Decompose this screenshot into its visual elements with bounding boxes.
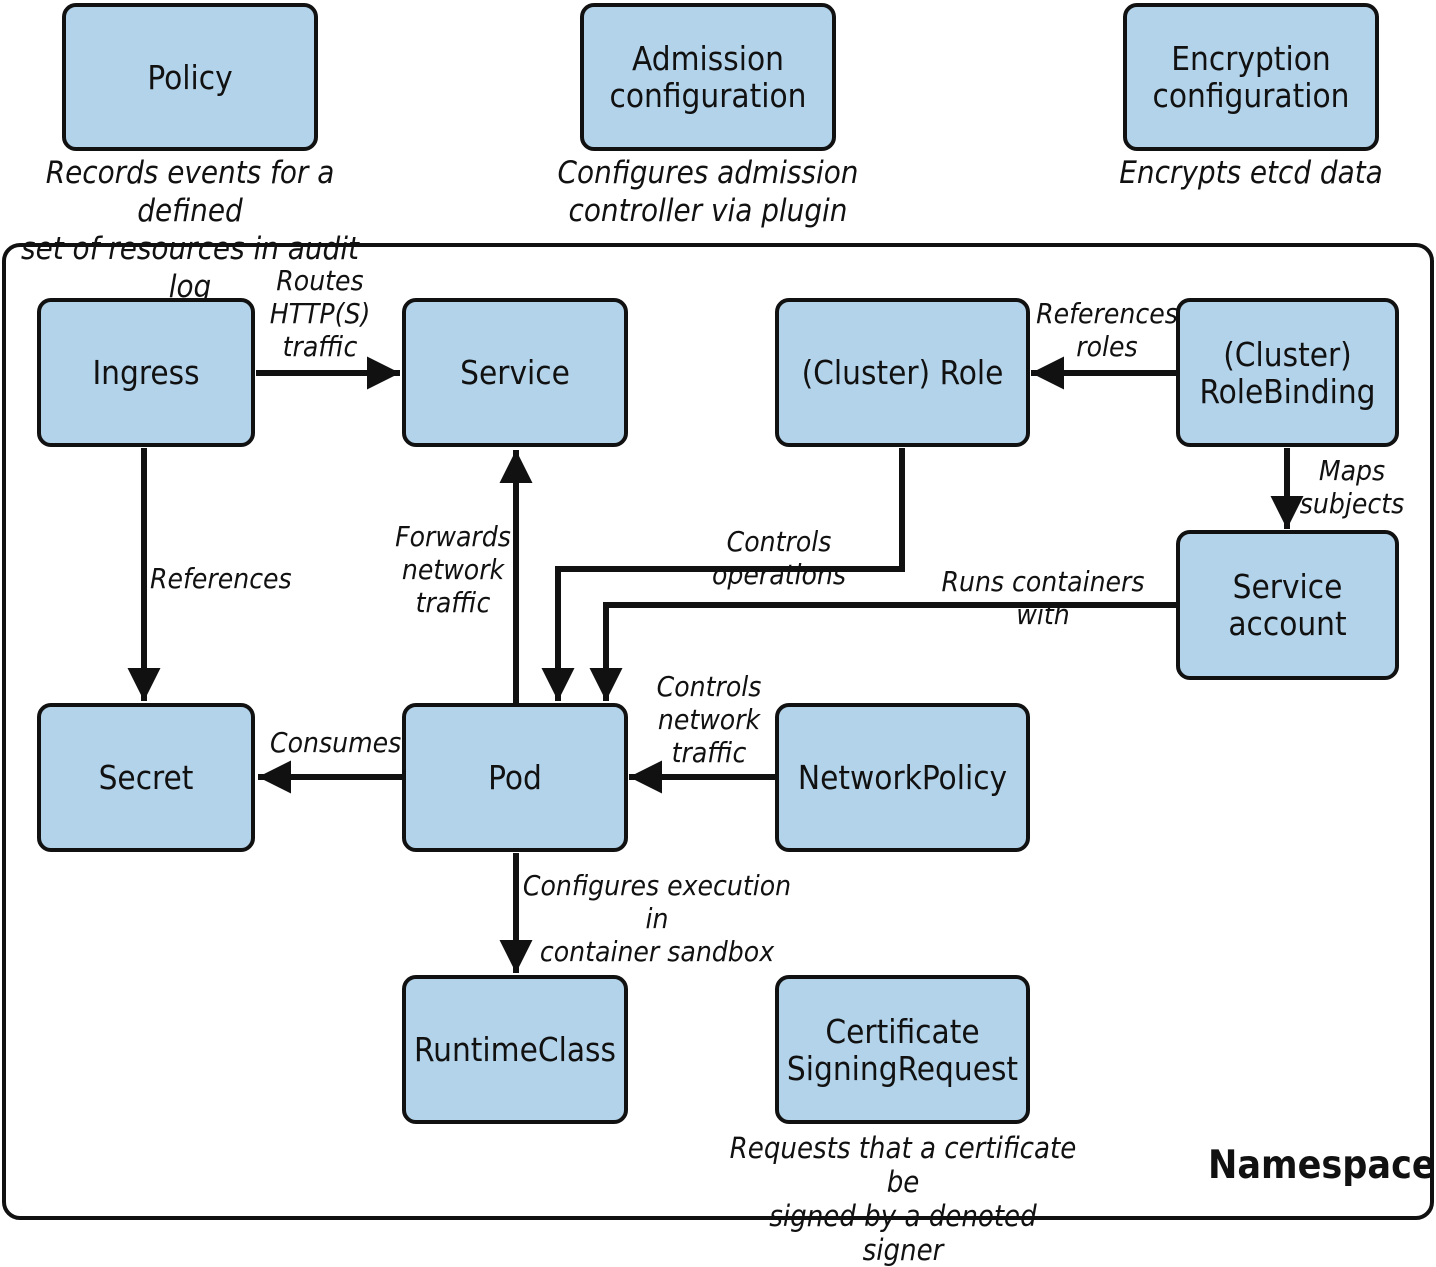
edge-label-forwards-traffic: Forwards network traffic <box>395 520 511 619</box>
admission-configuration-caption: Configures admission controller via plug… <box>557 155 859 229</box>
encryption-configuration-caption: Encrypts etcd data <box>1119 155 1383 191</box>
policy-box: Policy <box>62 3 318 151</box>
pod-node: Pod <box>402 703 628 852</box>
edge-label-references-roles: References roles <box>1036 297 1178 363</box>
edge-label-controls-network-traffic: Controls network traffic <box>656 670 762 769</box>
role-binding-node: (Cluster) RoleBinding <box>1176 298 1399 447</box>
encryption-configuration-title: Encryption configuration <box>1152 39 1350 115</box>
ingress-label: Ingress <box>92 353 200 392</box>
role-binding-label: (Cluster) RoleBinding <box>1199 334 1376 411</box>
policy-title: Policy <box>147 57 233 97</box>
edge-label-references: References <box>150 562 292 595</box>
admission-configuration-box: Admission configuration <box>580 3 836 151</box>
network-policy-node: NetworkPolicy <box>775 703 1030 852</box>
edge-label-routes-traffic: Routes HTTP(S) traffic <box>269 264 371 363</box>
connector-layer <box>2 243 1434 1220</box>
edge-role-pod <box>541 448 905 701</box>
policy-caption: Records events for a defined set of reso… <box>21 155 359 305</box>
cluster-role-node: (Cluster) Role <box>775 298 1030 447</box>
edge-label-maps-subjects: Maps subjects <box>1299 454 1405 520</box>
runtime-class-label: RuntimeClass <box>414 1030 616 1069</box>
secret-label: Secret <box>98 758 194 797</box>
ingress-node: Ingress <box>37 298 255 447</box>
edge-label-consumes: Consumes <box>270 726 402 759</box>
cluster-role-label: (Cluster) Role <box>801 353 1004 392</box>
service-account-label: Service account <box>1228 567 1347 643</box>
encryption-configuration-box: Encryption configuration <box>1123 3 1379 151</box>
edge-label-runs-containers-with: Runs containers with <box>941 565 1145 631</box>
secret-node: Secret <box>37 703 255 852</box>
csr-label: Certificate SigningRequest <box>786 1011 1019 1088</box>
namespace-label: Namespace <box>1208 1143 1436 1188</box>
csr-caption: Requests that a certificate be signed by… <box>729 1131 1077 1267</box>
service-label: Service <box>460 353 570 392</box>
service-account-node: Service account <box>1176 530 1399 680</box>
network-policy-label: NetworkPolicy <box>797 758 1008 797</box>
namespace-frame <box>2 243 1434 1220</box>
pod-label: Pod <box>488 758 542 797</box>
runtime-class-node: RuntimeClass <box>402 975 628 1124</box>
csr-node: Certificate SigningRequest <box>775 975 1030 1124</box>
edge-label-configures-execution: Configures execution in container sandbo… <box>522 869 792 968</box>
admission-configuration-title: Admission configuration <box>609 39 807 115</box>
edge-serviceaccount-pod <box>589 602 1176 701</box>
edge-label-controls-operations: Controls operations <box>711 525 847 591</box>
service-node: Service <box>402 298 628 447</box>
